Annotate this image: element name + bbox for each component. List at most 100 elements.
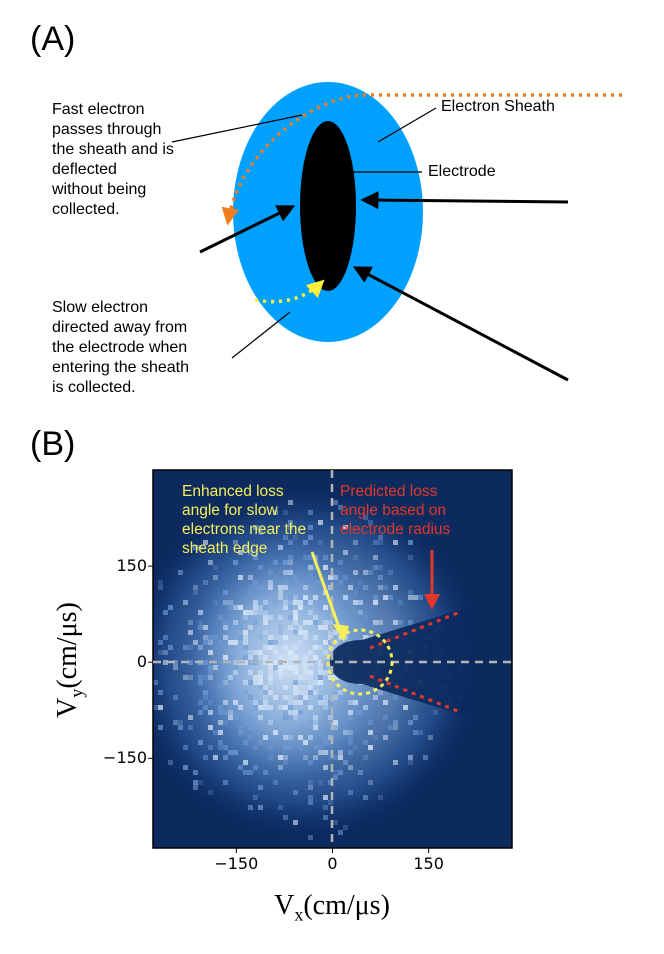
density-pixel [378, 535, 383, 540]
density-pixel [223, 700, 228, 705]
density-pixel [303, 755, 308, 760]
density-pixel [423, 755, 428, 760]
density-pixel [278, 755, 283, 760]
density-pixel [253, 605, 258, 610]
density-pixel [243, 690, 248, 695]
x-tick-label: −150 [214, 854, 259, 873]
density-pixel [388, 570, 393, 575]
density-pixel [308, 705, 313, 710]
density-pixel [318, 750, 323, 755]
density-pixel [158, 585, 163, 590]
density-pixel [208, 675, 213, 680]
predicted-loss-annotation: Predicted loss angle based on electrode … [340, 483, 451, 538]
density-pixel [268, 580, 273, 585]
density-pixel [368, 730, 373, 735]
density-pixel [193, 770, 198, 775]
density-pixel [323, 705, 328, 710]
density-pixel [223, 710, 228, 715]
predicted-loss-lower [369, 674, 461, 714]
density-pixel [348, 735, 353, 740]
density-pixel [248, 725, 253, 730]
density-pixel [373, 555, 378, 560]
density-pixel [398, 600, 403, 605]
density-pixel [308, 735, 313, 740]
density-pixel [383, 735, 388, 740]
density-pixel [268, 755, 273, 760]
density-pixel [313, 755, 318, 760]
density-pixel [318, 700, 323, 705]
density-pixel [283, 605, 288, 610]
density-pixel [313, 725, 318, 730]
density-pixel [208, 790, 213, 795]
density-pixel [278, 625, 283, 630]
density-pixel [238, 725, 243, 730]
density-pixel [293, 595, 298, 600]
density-pixel [278, 545, 283, 550]
density-pixel [348, 740, 353, 745]
density-pixel [283, 585, 288, 590]
density-pixel [218, 720, 223, 725]
density-pixel [248, 680, 253, 685]
density-pixel [318, 625, 323, 630]
enhanced-loss-circle [326, 628, 394, 696]
density-pixel [173, 660, 178, 665]
density-pixel [298, 685, 303, 690]
density-pixel [183, 675, 188, 680]
density-pixel [343, 575, 348, 580]
density-pixel [308, 555, 313, 560]
density-pixel [313, 635, 318, 640]
density-pixel [383, 690, 388, 695]
density-pixel [303, 595, 308, 600]
density-pixel [248, 650, 253, 655]
density-pixel [253, 585, 258, 590]
density-pixel [263, 655, 268, 660]
density-pixel [343, 720, 348, 725]
density-pixel [373, 540, 378, 545]
density-pixel [233, 560, 238, 565]
density-pixel [303, 600, 308, 605]
density-pixel [333, 675, 338, 680]
density-pixel [278, 590, 283, 595]
density-pixel [273, 695, 278, 700]
density-pixel [258, 740, 263, 745]
density-pixel [163, 650, 168, 655]
density-pixel [338, 690, 343, 695]
density-pixel [268, 645, 273, 650]
x-axis-label-unit: (cm/μs) [303, 890, 390, 921]
density-pixel [218, 615, 223, 620]
density-pixel [303, 585, 308, 590]
density-pixel [268, 690, 273, 695]
density-pixel [223, 720, 228, 725]
density-pixel [283, 705, 288, 710]
density-pixel [203, 635, 208, 640]
density-pixel [243, 615, 248, 620]
right-trajectory-arrow [360, 191, 569, 210]
left-trajectory-arrow [199, 205, 296, 254]
density-pixel [268, 635, 273, 640]
density-pixel [323, 625, 328, 630]
density-pixel [268, 675, 273, 680]
density-pixel [268, 570, 273, 575]
density-pixel [313, 595, 318, 600]
density-pixel [413, 595, 418, 600]
density-pixel [213, 665, 218, 670]
density-pixel [278, 585, 283, 590]
density-pixel [243, 660, 248, 665]
density-pixel [248, 655, 253, 660]
density-pixel [393, 720, 398, 725]
density-pixel [308, 510, 313, 515]
density-pixel [303, 690, 308, 695]
density-pixel [313, 680, 318, 685]
density-pixel [233, 670, 238, 675]
density-pixel [233, 620, 238, 625]
density-pixel [408, 755, 413, 760]
density-pixel [288, 705, 293, 710]
sheath-leader [377, 107, 437, 143]
density-pixel [233, 690, 238, 695]
density-pixel [263, 630, 268, 635]
density-pixel [313, 715, 318, 720]
density-pixel [248, 585, 253, 590]
density-pixel [308, 600, 313, 605]
density-pixel [408, 595, 413, 600]
